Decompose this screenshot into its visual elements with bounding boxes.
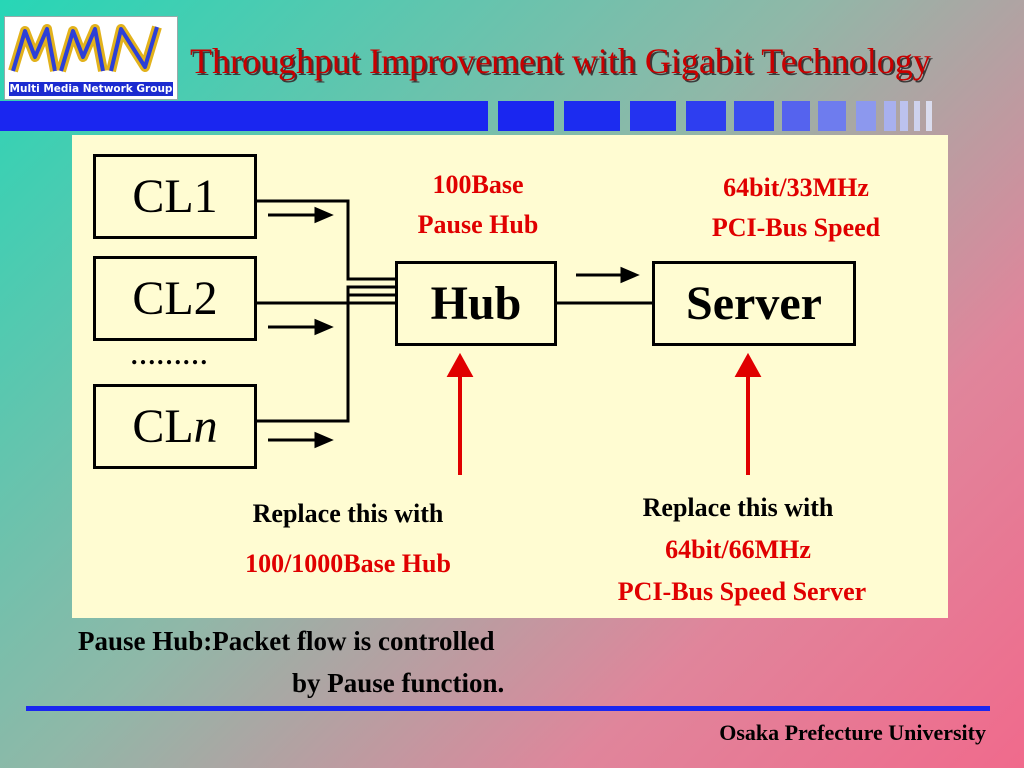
pause-hub-note-line2: by Pause function.: [292, 668, 505, 698]
client-label-n: CLn: [132, 400, 218, 453]
server-note: 64bit/33MHz PCI-Bus Speed: [668, 168, 924, 248]
server-box: Server: [652, 261, 856, 346]
diagram-connectors: [255, 199, 762, 475]
client-box-2: CL2: [93, 256, 257, 341]
replace-server-value-2: PCI-Bus Speed Server: [617, 577, 867, 606]
server-note-line1: 64bit/33MHz: [723, 173, 869, 202]
server-label: Server: [686, 277, 822, 330]
clients-ellipsis: ………: [130, 341, 208, 370]
footer-institution: Osaka Prefecture University: [719, 720, 986, 745]
replace-server-prefix: Replace this with: [642, 493, 834, 522]
replace-hub-prefix: Replace this with: [252, 499, 444, 528]
server-note-line2: PCI-Bus Speed: [711, 213, 881, 242]
client-label-2: CL2: [132, 272, 218, 325]
hub-box: Hub: [395, 261, 557, 346]
footer-divider: [26, 706, 990, 711]
hub-note-line2: Pause Hub: [417, 210, 539, 239]
replace-hub-value: 100/1000Base Hub: [245, 549, 451, 578]
logo: Multi Media Network Group: [4, 16, 178, 100]
hub-note-line1: 100Base: [432, 170, 524, 199]
pause-hub-note-line1: Pause Hub:Packet flow is controlled: [78, 626, 495, 656]
slide-title: Throughput Improvement with Gigabit Tech…: [190, 41, 931, 81]
hub-note: 100Base Pause Hub: [394, 165, 562, 245]
mmn-logo-art-icon: [5, 17, 177, 83]
client-label-1: CL1: [132, 170, 218, 223]
diagram-panel: CL1 CL2 ……… CLn Hub Server 100Base Pause…: [72, 135, 948, 618]
hub-label: Hub: [430, 277, 522, 330]
client-box-n: CLn: [93, 384, 257, 469]
logo-caption: Multi Media Network Group: [9, 82, 173, 96]
replace-server-value-1: 64bit/66MHz: [665, 535, 811, 564]
client-box-1: CL1: [93, 154, 257, 239]
header-bar: [0, 101, 932, 131]
